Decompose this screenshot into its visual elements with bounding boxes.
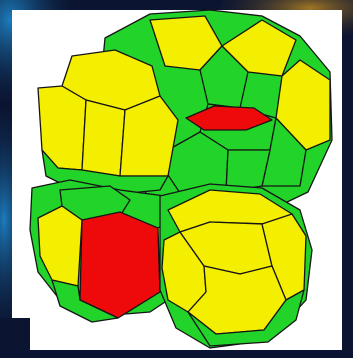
white-panel-bottom-edge (0, 318, 30, 358)
left-yellow-face-right (120, 96, 178, 176)
left-yellow-face-center (82, 100, 125, 176)
